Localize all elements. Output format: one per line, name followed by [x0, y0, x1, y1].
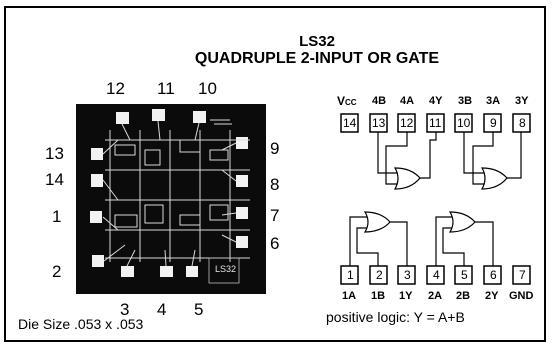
- pin-label: 2B: [456, 290, 471, 302]
- die-pad-number: 11: [157, 79, 175, 98]
- die-circuitry: [102, 119, 250, 267]
- pin-number: 9: [490, 116, 497, 130]
- or-gate-2: [448, 211, 476, 233]
- pin-label: 2A: [428, 290, 443, 302]
- pin-number: 10: [457, 116, 471, 130]
- pin-label: GND: [509, 290, 534, 302]
- pin-label: 3Y: [515, 95, 529, 107]
- pin-number: 11: [429, 116, 442, 130]
- die-chip-label: LS32: [215, 264, 237, 274]
- die-body: [76, 104, 266, 294]
- or-gate-4: [393, 167, 421, 190]
- pin-box: [512, 265, 531, 285]
- pin-label: 1A: [342, 290, 357, 302]
- die-pad-number: 5: [194, 300, 204, 319]
- pin-label: VCC: [337, 94, 357, 108]
- pin-label: 3A: [486, 95, 501, 107]
- die-pad-number: 12: [106, 79, 125, 98]
- die-pad-number: 13: [45, 144, 64, 163]
- pin-label: 4A: [400, 95, 415, 107]
- part-number: LS32: [299, 33, 335, 50]
- part-description: QUADRUPLE 2-INPUT OR GATE: [194, 50, 440, 67]
- pin-label: 3B: [458, 95, 473, 107]
- die-pad-number: 14: [45, 170, 64, 189]
- or-gate-3: [480, 167, 508, 190]
- pin-box: [340, 113, 359, 133]
- die-pad-number: 7: [270, 206, 280, 225]
- die-pad-number: 6: [270, 234, 280, 253]
- die-pad-number: 1: [52, 207, 62, 226]
- pin-number: 4: [433, 268, 440, 282]
- die-pad-number: 2: [52, 262, 62, 281]
- pin-number: 7: [519, 268, 526, 282]
- positive-logic-equation: positive logic: Y = A+B: [326, 309, 465, 325]
- pin-label: 1Y: [399, 290, 413, 302]
- die-pad-number: 9: [270, 139, 280, 158]
- pin-label: 1B: [371, 290, 386, 302]
- pin-label: 4B: [372, 95, 387, 107]
- die-pad-number: 8: [270, 175, 280, 194]
- pin-number: 12: [400, 116, 414, 130]
- die-pad-number: 10: [198, 79, 217, 98]
- pin-number: 13: [372, 116, 386, 130]
- or-gate-1: [363, 211, 391, 233]
- pin-number: 8: [519, 116, 526, 130]
- pin-label: 4Y: [429, 95, 443, 107]
- die-pad-number: 3: [120, 300, 130, 319]
- pin-number: 2: [376, 268, 383, 282]
- pin-number: 6: [490, 268, 497, 282]
- pin-number: 14: [343, 116, 357, 130]
- pin-number: 5: [461, 268, 468, 282]
- die-size-text: Die Size .053 x .053: [18, 316, 144, 332]
- pin-number: 3: [404, 268, 411, 282]
- pin-label: 2Y: [485, 290, 499, 302]
- die-pad-number: 4: [157, 300, 167, 319]
- die-bond-pads: [90, 109, 248, 277]
- pin-number: 1: [347, 268, 354, 282]
- diagram-frame: [4, 6, 546, 342]
